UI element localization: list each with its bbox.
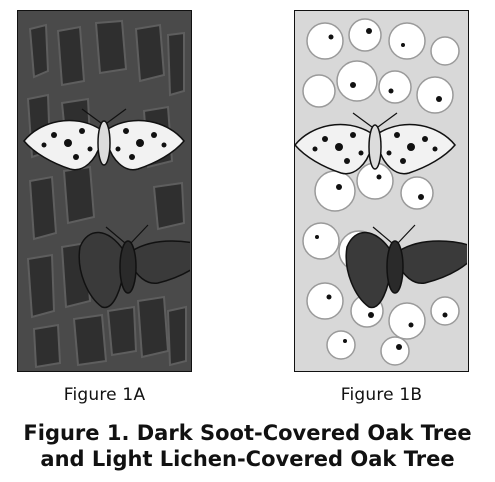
light-peppered-moth-icon bbox=[23, 108, 185, 171]
figure-1a-panel bbox=[17, 10, 192, 372]
light-peppered-moth-icon bbox=[295, 112, 456, 175]
figure-title-line-2: and Light Lichen-Covered Oak Tree bbox=[40, 447, 455, 471]
dark-peppered-moth-icon bbox=[78, 224, 190, 308]
figure-1b-caption: Figure 1B bbox=[340, 385, 423, 405]
bark-texture bbox=[26, 19, 187, 369]
dark-bark-illustration bbox=[23, 19, 190, 369]
lichen-texture bbox=[302, 18, 460, 366]
dark-peppered-moth-icon bbox=[345, 224, 467, 308]
figure-title: Figure 1. Dark Soot-Covered Oak Tree and… bbox=[0, 420, 495, 472]
figure-title-line-1: Figure 1. Dark Soot-Covered Oak Tree bbox=[23, 421, 472, 445]
figure-1a-caption: Figure 1A bbox=[63, 385, 146, 405]
figure-1b-panel bbox=[294, 10, 469, 372]
light-bark-illustration bbox=[295, 18, 467, 366]
